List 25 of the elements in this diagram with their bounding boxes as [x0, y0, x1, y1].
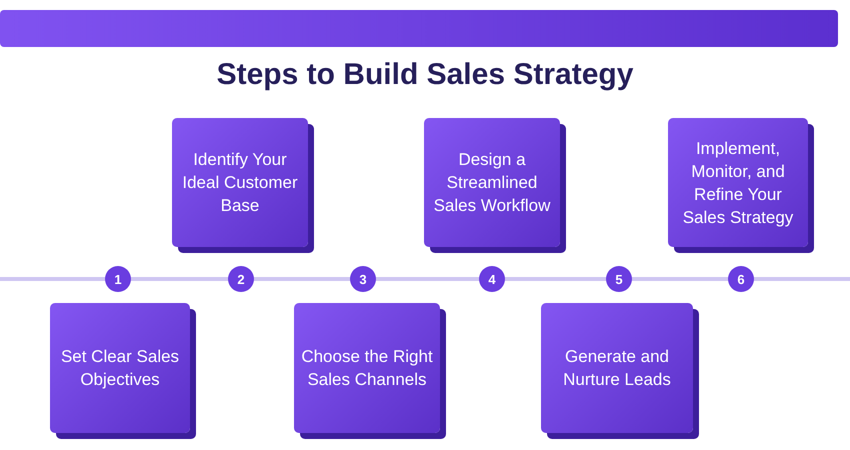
title: Steps to Build Sales Strategy: [216, 58, 634, 92]
step-number-circle: [228, 266, 254, 292]
step-number: 4: [488, 272, 496, 286]
step-number-circle: [606, 266, 632, 292]
step-number-circle: [728, 266, 754, 292]
step-number-circle: [479, 266, 505, 292]
step-number-circle: [105, 266, 131, 292]
step-text: Generate and Nurture Leads: [562, 346, 672, 391]
step-text: Implement, Monitor, and Refine Your Sales Strategy: [682, 138, 794, 228]
step-box: [541, 303, 693, 433]
step-number: 3: [359, 272, 367, 286]
step-box: [172, 118, 308, 247]
step-text: Design a Streamlined Sales Workflow: [432, 149, 552, 217]
step-number: 6: [737, 272, 745, 286]
step-text: Identify Your Ideal Customer Base: [181, 149, 299, 217]
step-box: [668, 118, 808, 247]
step-number: 2: [237, 272, 245, 286]
step-box: [294, 303, 440, 433]
step-number: 1: [114, 272, 122, 286]
step-text: Choose the Right Sales Channels: [300, 346, 434, 391]
step-box: [50, 303, 190, 433]
step-box: [424, 118, 560, 247]
step-text: Set Clear Sales Objectives: [60, 346, 180, 391]
step-number: 5: [615, 272, 623, 286]
step-number-circle: [350, 266, 376, 292]
